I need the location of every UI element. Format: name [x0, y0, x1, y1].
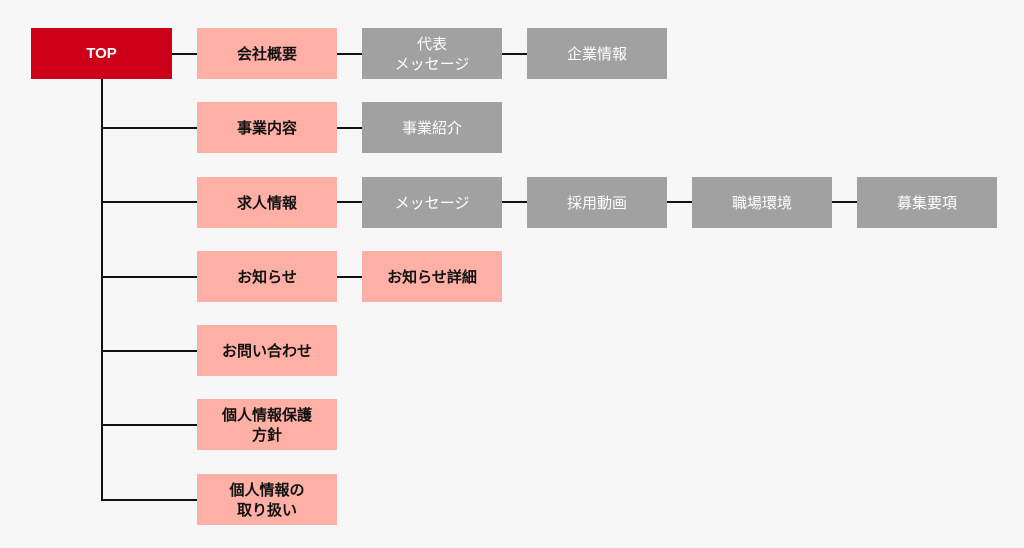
node-privacy-policy[interactable]: 個人情報保護 方針 — [197, 399, 337, 450]
connector-branch-row-2 — [101, 127, 197, 129]
node-company-overview[interactable]: 会社概要 — [197, 28, 337, 79]
connector-row-2-child-1 — [337, 127, 362, 129]
node-business-introduction[interactable]: 事業紹介 — [362, 102, 502, 153]
connector-branch-row-7 — [101, 499, 197, 501]
node-news-detail[interactable]: お知らせ詳細 — [362, 251, 502, 302]
node-company-info[interactable]: 企業情報 — [527, 28, 667, 79]
connector-branch-row-6 — [101, 424, 197, 426]
node-news[interactable]: お知らせ — [197, 251, 337, 302]
node-workplace[interactable]: 職場環境 — [692, 177, 832, 228]
connector-row-3-child-1 — [337, 201, 362, 203]
connector-row-3-child-4 — [832, 201, 857, 203]
connector-root-row-1 — [172, 53, 197, 55]
node-recruitment[interactable]: 求人情報 — [197, 177, 337, 228]
connector-row-1-child-1 — [337, 53, 362, 55]
node-recruitment-video[interactable]: 採用動画 — [527, 177, 667, 228]
node-personal-info-handling[interactable]: 個人情報の 取り扱い — [197, 474, 337, 525]
node-representative-message[interactable]: 代表 メッセージ — [362, 28, 502, 79]
connector-branch-row-4 — [101, 276, 197, 278]
node-message[interactable]: メッセージ — [362, 177, 502, 228]
connector-trunk — [101, 78, 103, 500]
node-contact[interactable]: お問い合わせ — [197, 325, 337, 376]
connector-branch-row-5 — [101, 350, 197, 352]
connector-branch-row-3 — [101, 201, 197, 203]
node-business[interactable]: 事業内容 — [197, 102, 337, 153]
connector-row-1-child-2 — [502, 53, 527, 55]
node-job-requirements[interactable]: 募集要項 — [857, 177, 997, 228]
connector-row-4-child-1 — [337, 276, 362, 278]
connector-row-3-child-2 — [502, 201, 527, 203]
node-top[interactable]: TOP — [31, 28, 172, 79]
connector-row-3-child-3 — [667, 201, 692, 203]
